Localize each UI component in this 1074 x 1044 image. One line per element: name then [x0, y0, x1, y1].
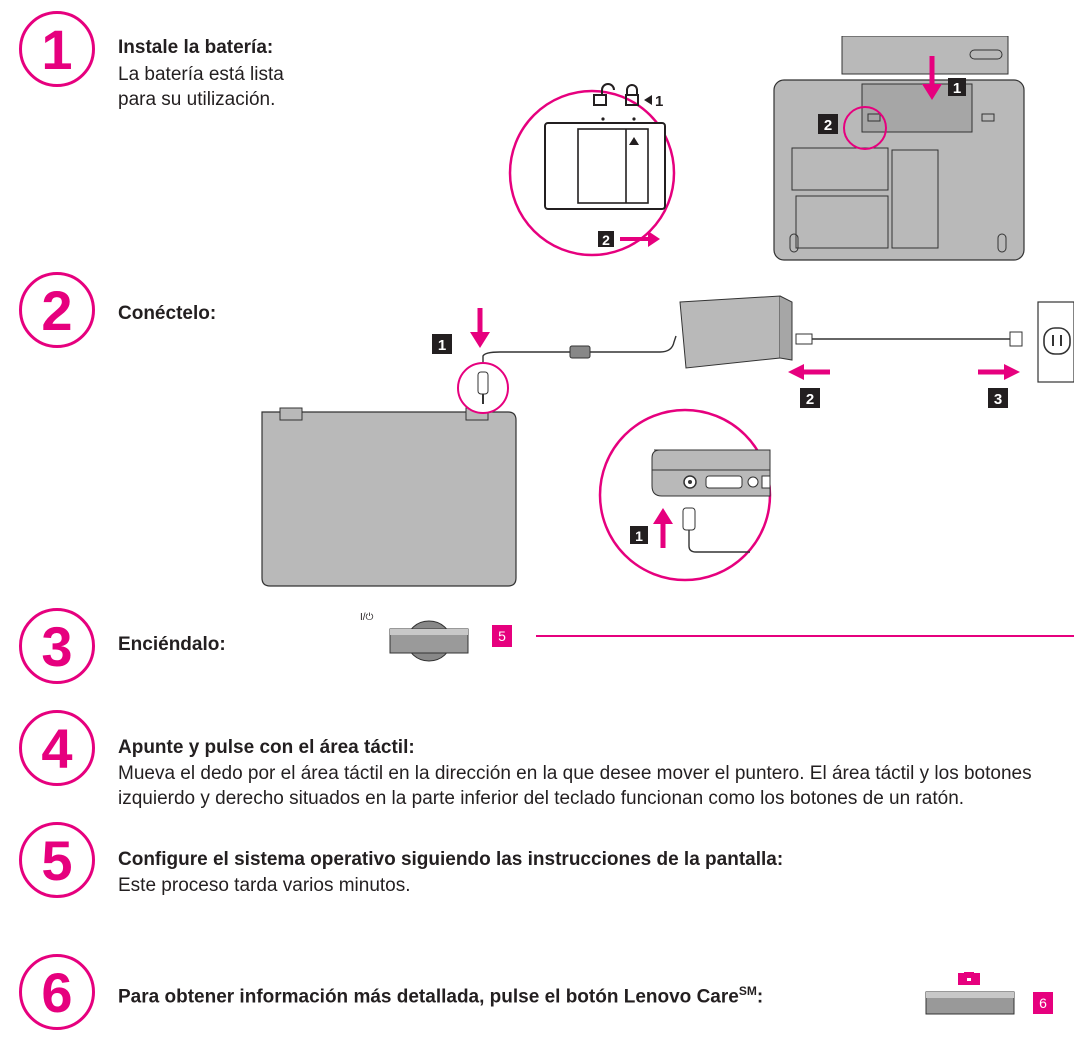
- step-5-title: Configure el sistema operativo siguiendo…: [118, 849, 784, 870]
- step-5-number: 5: [19, 822, 95, 898]
- step-4-title: Apunte y pulse con el área táctil:: [118, 737, 415, 758]
- laptop-underside-battery-illustration: 1 2: [773, 36, 1025, 261]
- arrow-down-icon: [922, 56, 942, 100]
- care-button-illustration: [925, 972, 1015, 1015]
- outlet-callout-label: 3: [994, 391, 1002, 408]
- latch-callout-label: 2: [824, 117, 832, 134]
- arrow-left-icon: [788, 364, 830, 380]
- toolbox-icon: [958, 972, 980, 985]
- insert-callout-label: 1: [953, 80, 961, 97]
- unlock-icon: [593, 83, 615, 106]
- step-2-number: 2: [19, 272, 95, 348]
- step-1-description: La batería está lista para su utilizació…: [118, 64, 284, 110]
- arrow-up-icon: [653, 508, 673, 548]
- power-button-illustration: [389, 620, 469, 662]
- lock-icon: [625, 84, 639, 106]
- slide-callout-label: 2: [602, 232, 610, 248]
- power-symbol: I/⏻: [360, 612, 374, 623]
- step-3-title: Enciéndalo:: [118, 634, 226, 655]
- arrow-down-icon: [470, 308, 490, 348]
- step-6-title: Para obtener información más detallada, …: [118, 984, 763, 1008]
- step-2-title: Conéctelo:: [118, 303, 217, 324]
- step-6-number: 6: [19, 954, 95, 1030]
- step-6-title-colon: :: [756, 986, 764, 1008]
- care-page-ref-badge: 6: [1033, 992, 1053, 1014]
- step-1-title: Instale la batería:: [118, 37, 274, 58]
- divider-line: [536, 635, 1074, 637]
- adapter-callout-label: 2: [806, 391, 814, 408]
- step-1-number: 1: [19, 11, 95, 87]
- step-4-description: Mueva el dedo por el área táctil en la d…: [118, 763, 1032, 809]
- power-connection-illustration: 1 2 3 1: [261, 295, 1074, 587]
- power-page-ref-badge: 5: [492, 625, 512, 647]
- step-6-title-sup: SM: [738, 984, 757, 998]
- step-3-number: 3: [19, 608, 95, 684]
- port-callout-label: 1: [635, 528, 643, 544]
- step-4-number: 4: [19, 710, 95, 786]
- battery-lock-callout-illustration: 1 2: [508, 83, 676, 257]
- arrow-right-icon: [620, 231, 660, 247]
- arrow-right-icon: [978, 364, 1020, 380]
- lock-callout-label: 1: [655, 93, 663, 110]
- step-6-title-text: Para obtener información más detallada, …: [118, 986, 739, 1008]
- step-5-description: Este proceso tarda varios minutos.: [118, 875, 411, 896]
- plug-callout-label: 1: [438, 337, 446, 354]
